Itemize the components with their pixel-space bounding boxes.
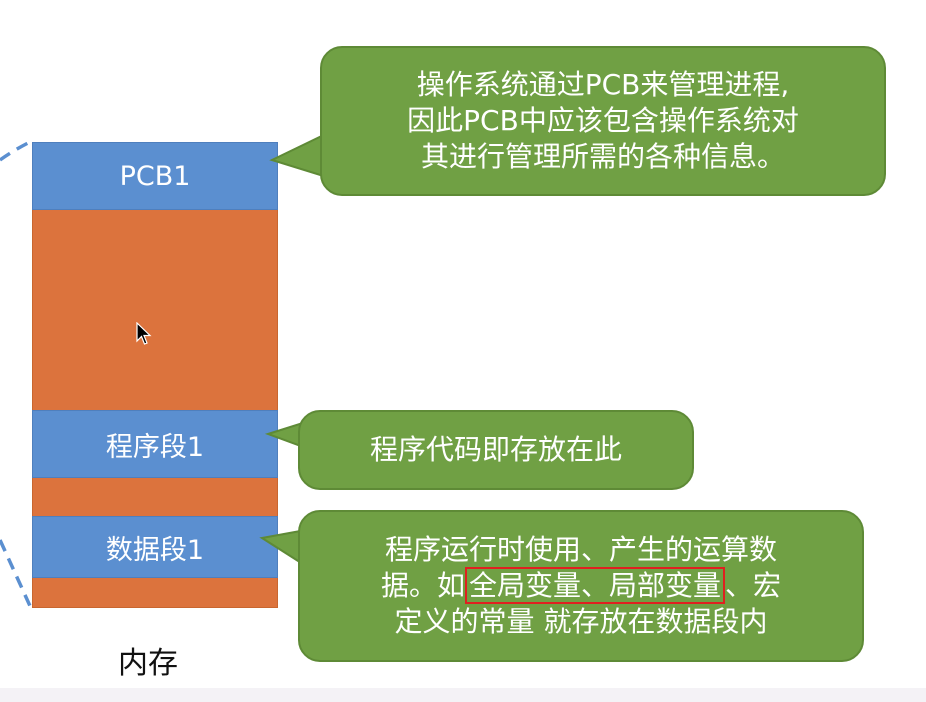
highlighted-variables: 全局变量、局部变量 (464, 567, 725, 604)
pcb-callout-line3: 其进行管理所需的各种信息。 (420, 140, 785, 173)
pcb-label: PCB1 (119, 160, 191, 192)
data-callout: 程序运行时使用、产生的运算数 据。如全局变量、局部变量、宏 定义的常量 就存放在… (298, 510, 864, 662)
program-segment-label: 程序段1 (105, 431, 205, 463)
memory-tail-area (32, 578, 278, 608)
data-callout-line3: 定义的常量 就存放在数据段内 (394, 605, 768, 638)
memory-label: 内存 (118, 646, 178, 681)
program-segment-block: 程序段1 (32, 410, 278, 478)
memory-free-area (32, 210, 278, 410)
bottom-strip (0, 688, 926, 702)
dashed-line-top (0, 140, 31, 162)
data-segment-label: 数据段1 (105, 534, 205, 566)
data-segment-block: 数据段1 (32, 516, 278, 578)
dashed-line-bottom (0, 539, 32, 607)
data-callout-line2: 据。如全局变量、局部变量、宏 (300, 567, 862, 604)
program-callout-text: 程序代码即存放在此 (369, 433, 622, 466)
mouse-pointer-icon (136, 322, 152, 345)
pcb-callout: 操作系统通过PCB来管理进程, 因此PCB中应该包含操作系统对 其进行管理所需的… (320, 46, 886, 196)
pcb-block: PCB1 (32, 142, 278, 210)
data-callout-line2-suffix: 、宏 (725, 569, 782, 602)
pcb-callout-line1: 操作系统通过PCB来管理进程, (416, 68, 790, 101)
data-callout-line2-prefix: 据。如 (380, 569, 465, 602)
data-callout-line1: 程序运行时使用、产生的运算数 (384, 533, 777, 566)
program-callout: 程序代码即存放在此 (298, 410, 694, 490)
pcb-callout-line2: 因此PCB中应该包含操作系统对 (407, 104, 799, 137)
memory-gap-area (32, 478, 278, 516)
